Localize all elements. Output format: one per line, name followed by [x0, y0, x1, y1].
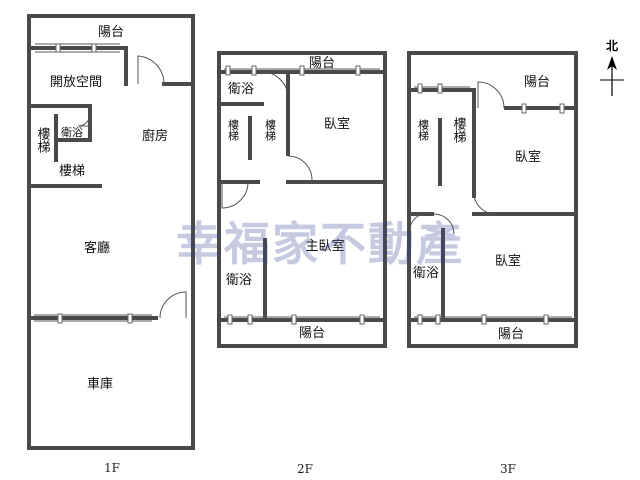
door-swing: [261, 71, 289, 99]
room-label-bath: 衛浴: [61, 126, 83, 139]
window-frame: [127, 313, 133, 324]
room-label-balcony: 陽台: [98, 25, 124, 40]
room-label-stair: 樓梯: [264, 118, 277, 142]
window-frame: [55, 43, 61, 53]
window-frame: [227, 314, 233, 325]
door-swing: [433, 213, 455, 235]
window-frame: [247, 314, 253, 325]
room-label-stair: 樓梯: [417, 118, 430, 142]
door-swing: [477, 81, 505, 109]
floor-3f-outline: [407, 51, 578, 348]
window-frame: [299, 65, 305, 76]
window-frame: [417, 83, 423, 94]
window-frame: [91, 43, 97, 53]
room-label-bath-bottom: 衛浴: [226, 273, 252, 288]
window-frame: [251, 65, 257, 76]
window-frame: [291, 314, 297, 325]
room-label-balcony-top: 陽台: [309, 56, 335, 71]
window-frame: [559, 103, 565, 114]
window-frame: [543, 314, 549, 325]
room-label-stair: 樓梯: [59, 164, 85, 179]
room-label-bath-top: 衛浴: [228, 82, 254, 97]
door-swing: [409, 213, 427, 231]
room-label-open-space: 開放空間: [50, 75, 102, 90]
room-label-garage: 車庫: [87, 377, 113, 392]
room-label-kitchen: 廚房: [142, 128, 168, 144]
room-label-stair: 樓梯: [227, 118, 240, 142]
window-frame: [225, 65, 231, 76]
watermark: 幸福家不動產: [176, 217, 464, 271]
floor-label-2f: 2F: [297, 462, 313, 476]
floor-1f-outline: [27, 14, 195, 450]
window-frame: [481, 314, 487, 325]
room-label-bedroom-bottom: 臥室: [495, 253, 521, 269]
compass-label: 北: [606, 38, 618, 53]
room-label-bedroom-top: 臥室: [515, 149, 541, 165]
door-swing: [473, 195, 497, 215]
window-frame: [355, 65, 361, 76]
room-label-master-bedroom: 主臥室: [305, 238, 344, 254]
room-label-balcony-bottom: 陽台: [299, 326, 325, 341]
window-frame: [521, 103, 527, 114]
floor-2f-outline: [217, 51, 387, 348]
room-label-balcony-top: 陽台: [524, 75, 550, 90]
north-arrow-icon: [607, 56, 617, 70]
north-compass: 北: [600, 38, 624, 96]
window-frame: [437, 83, 443, 94]
floor-1f: 陽台 開放空間 樓梯 衛浴 樓梯 廚房 客廳 車庫: [27, 14, 195, 450]
door-swing: [287, 155, 313, 181]
floor-label-1f: 1F: [104, 461, 120, 475]
floor-3f: 陽台 樓梯 樓梯 臥室 臥室 衛浴 陽台: [407, 51, 578, 348]
room-label-bedroom: 臥室: [324, 116, 350, 132]
room-label-living-room: 客廳: [84, 240, 110, 256]
door-swing: [137, 55, 165, 85]
window-frame: [359, 314, 365, 325]
window-frame: [435, 314, 441, 325]
floor-2f: 陽台 衛浴 樓梯 樓梯 臥室 主臥室 衛浴 陽台: [217, 51, 387, 348]
floor-label-3f: 3F: [500, 462, 516, 476]
room-label-stair: 樓梯: [35, 127, 51, 153]
door-swing: [159, 291, 187, 319]
room-label-stair: 樓梯: [451, 117, 467, 143]
door-swing: [221, 181, 249, 209]
window-frame: [57, 313, 63, 324]
room-label-balcony-bottom: 陽台: [498, 327, 524, 342]
room-label-bath: 衛浴: [413, 266, 439, 281]
door-swing: [77, 113, 91, 127]
window-frame: [417, 314, 423, 325]
